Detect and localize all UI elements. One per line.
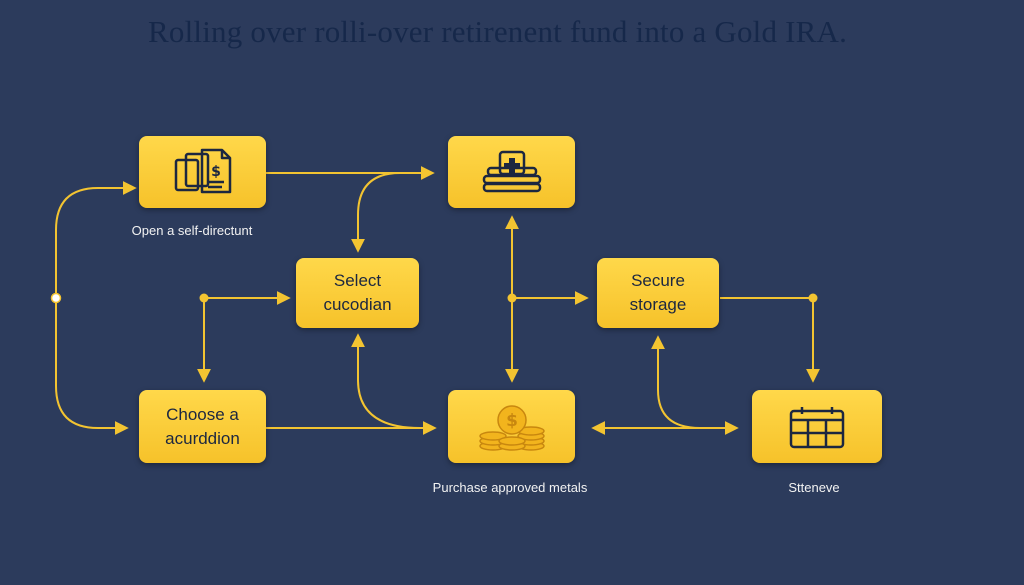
svg-text:$: $ (211, 164, 221, 180)
node-storage-schedule (752, 390, 882, 463)
junction-dot (50, 292, 62, 304)
node-open-account-caption: Open a self-directunt (131, 223, 253, 238)
node-choose-accreditation: Choose a acurddion (139, 390, 266, 463)
node-select-custodian-line1: Select (333, 271, 382, 290)
junction-dot (199, 293, 209, 303)
connector-to-select (351, 172, 401, 253)
junction-dot (808, 293, 818, 303)
junction-dot (507, 293, 517, 303)
connector-secure-to-right (720, 297, 820, 383)
calendar-icon (788, 405, 846, 449)
gold-coins-icon: $ (477, 402, 547, 452)
connector-start-to-open (55, 181, 137, 298)
diagram-title: Rolling over rolli-over retirenent fund … (148, 14, 848, 49)
connector-start-to-choose (55, 298, 129, 435)
node-secure-storage: Secure storage (597, 258, 719, 328)
node-secure-storage-line1: Secure (631, 271, 685, 290)
node-purchase-metals-caption: Purchase approved metals (432, 480, 588, 495)
node-open-account: $ (139, 136, 266, 208)
node-choose-accreditation-line2: acurddion (165, 428, 240, 448)
node-choose-accreditation-line1: Choose a (166, 404, 239, 424)
svg-text:$: $ (506, 411, 518, 431)
node-fund-account (448, 136, 575, 208)
node-select-custodian: Select cucodian (296, 258, 419, 328)
node-select-custodian-line2: cucodian (323, 295, 392, 314)
documents-icon: $ (172, 148, 234, 196)
node-purchase-metals: $ (448, 390, 575, 463)
node-storage-schedule-caption: Stteneve (788, 480, 840, 495)
connector-to-select-up (351, 333, 421, 429)
money-stack-icon (480, 150, 544, 194)
node-secure-storage-line2: storage (629, 295, 687, 314)
connector-to-secure-up (651, 335, 701, 429)
